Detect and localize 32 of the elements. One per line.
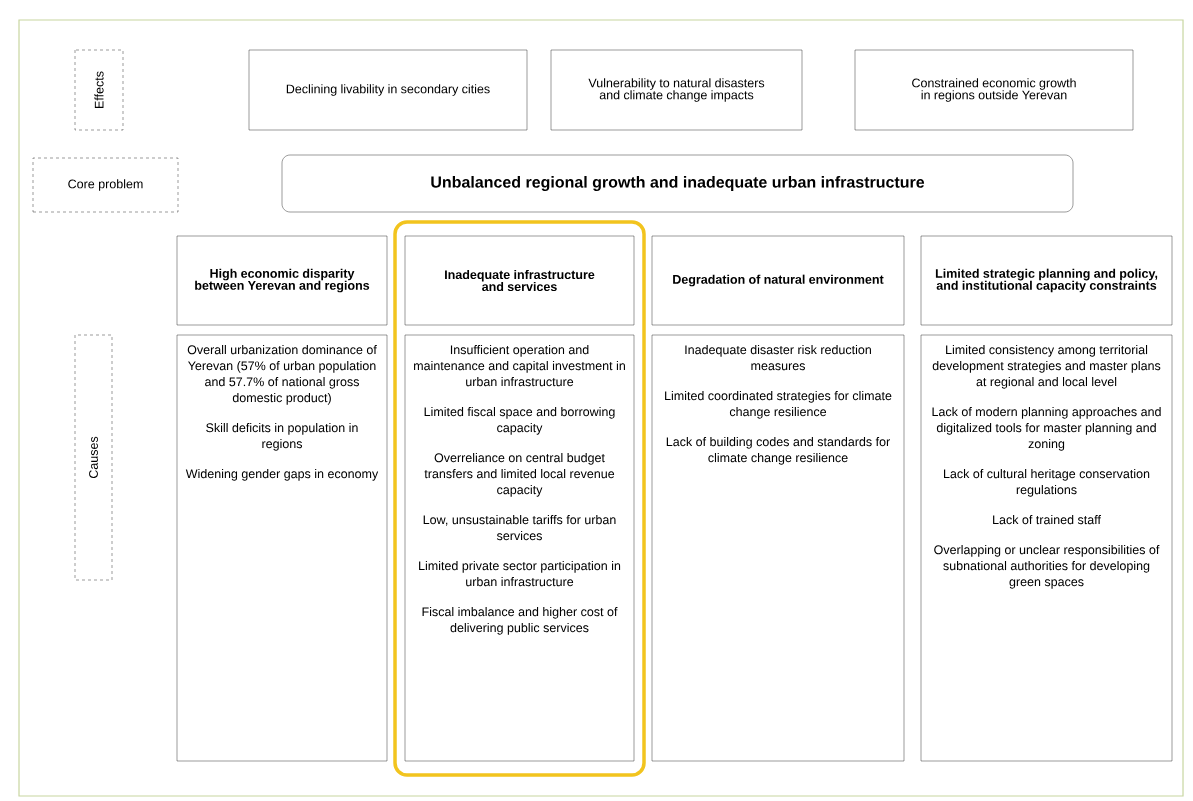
cause-text: Low, unsustainable tariffs for urban services xyxy=(423,515,616,541)
cause-text: Overlapping or unclear responsibilities of subnational authorities for developing green spaces xyxy=(934,545,1160,589)
row-label: Core problem xyxy=(32,157,179,213)
cause-heading-box: Inadequate infrastructure and services xyxy=(404,235,635,326)
cause-text: Limited consistency among territorial development strategies and master plans at regional and local level xyxy=(932,345,1161,389)
effect-box: Vulnerability to natural disasters and climate change impacts xyxy=(550,49,803,131)
cause-box xyxy=(920,334,1173,762)
core-problem-box: Unbalanced regional growth and inadequate urban infrastructure xyxy=(281,154,1074,213)
cause-text: Insufficient operation and maintenance and capital investment in urban infrastructure xyxy=(414,345,625,387)
cause-text: Limited fiscal space and borrowing capacity xyxy=(424,407,615,435)
row-label: Effects xyxy=(74,49,124,131)
cause-text: Limited coordinated strategies for climate change resilience xyxy=(665,391,892,419)
cause-box xyxy=(176,334,388,762)
cause-heading-box: Limited strategic planning and policy, and institutional capacity constraints xyxy=(920,235,1173,326)
cause-text: Lack of trained staff xyxy=(993,515,1101,525)
cause-text: Lack of building codes and standards for climate change resilience xyxy=(666,437,890,465)
cause-text: Inadequate disaster risk reduction measures xyxy=(685,345,871,371)
effect-box: Constrained economic growth in regions outside Yerevan xyxy=(854,49,1134,131)
cause-text: Widening gender gaps in economy xyxy=(185,469,379,481)
row-label: Causes xyxy=(74,334,113,581)
cause-text: Limited private sector participation in urban infrastructure xyxy=(419,561,621,587)
cause-text: Skill deficits in population in regions xyxy=(206,423,358,451)
cause-text: Fiscal imbalance and higher cost of delivering public services xyxy=(422,607,618,635)
cause-text: Overall urbanization dominance of Yerevan (57% of urban population and 57.7% of national gross domestic product) xyxy=(187,345,377,405)
cause-heading-box: High economic disparity between Yerevan and regions xyxy=(176,235,388,326)
effect-box: Declining livability in secondary cities xyxy=(248,49,528,131)
cause-box xyxy=(651,334,905,762)
cause-box xyxy=(404,334,635,762)
cause-text: Lack of modern planning approaches and digitalized tools for master planning and zoning xyxy=(932,407,1161,451)
cause-text: Lack of cultural heritage conservation regulations xyxy=(944,469,1150,497)
cause-heading-box: Degradation of natural environment xyxy=(651,235,905,326)
cause-text: Overreliance on central budget transfers and limited local revenue capacity xyxy=(424,453,615,497)
